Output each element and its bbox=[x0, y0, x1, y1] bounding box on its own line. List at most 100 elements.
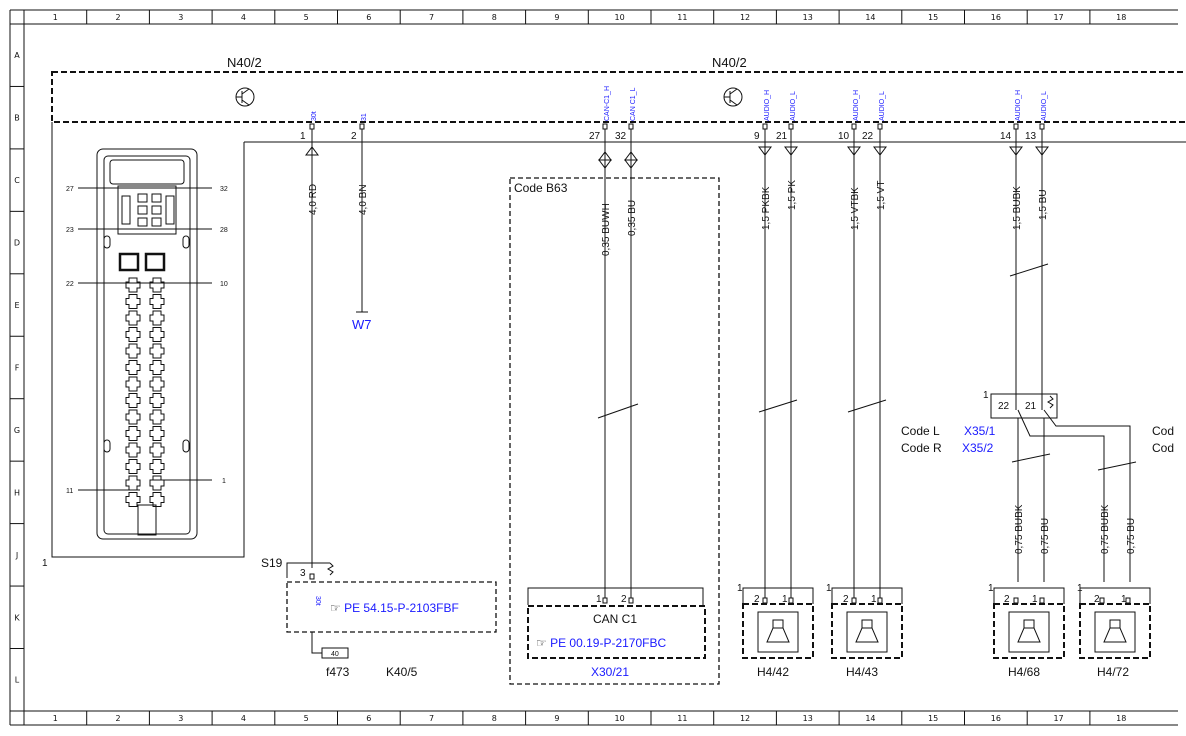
connector-pin-label: 10 bbox=[220, 281, 228, 288]
pointer-hand-icon: ☞ bbox=[330, 601, 344, 615]
grid-column-label: 13 bbox=[803, 13, 813, 22]
pin-label: 14 bbox=[1000, 131, 1012, 142]
grid-row-label: F bbox=[15, 363, 20, 372]
pin-label: 21 bbox=[776, 131, 788, 142]
wire-label: 0,35 BUWH bbox=[601, 203, 612, 256]
grid-column-label: 7 bbox=[429, 13, 434, 22]
grid-column-label: 3 bbox=[178, 714, 183, 723]
cavity bbox=[149, 426, 165, 441]
grid-column-label: 6 bbox=[366, 714, 371, 723]
pin-label: 1 bbox=[1121, 594, 1127, 605]
cavity bbox=[149, 277, 165, 293]
connector-link[interactable]: X35/1 bbox=[964, 424, 996, 438]
grid-column-label: 14 bbox=[865, 714, 875, 723]
ground-point-link[interactable]: W7 bbox=[352, 317, 372, 332]
cavity bbox=[125, 310, 141, 326]
pin-label: 1 bbox=[737, 583, 743, 594]
frame-corner-label: 1 bbox=[42, 558, 48, 569]
wire-arrow bbox=[847, 146, 861, 156]
cavity bbox=[121, 195, 131, 225]
speaker-box bbox=[993, 603, 1065, 659]
connector-pin-label: 23 bbox=[66, 227, 74, 234]
signal-label: CAN-C1_H bbox=[604, 86, 611, 121]
pin-label: 1 bbox=[983, 390, 989, 401]
pin-socket bbox=[762, 123, 768, 130]
cavity bbox=[149, 294, 165, 309]
speaker-icon bbox=[766, 627, 790, 643]
code-label-cut: Cod bbox=[1152, 424, 1174, 438]
pin-label: 1 bbox=[782, 594, 788, 605]
pin-socket bbox=[851, 123, 857, 130]
cavity bbox=[125, 327, 141, 342]
cavity bbox=[149, 475, 165, 491]
speaker-bracket bbox=[1079, 587, 1151, 604]
pin-label: 1 bbox=[1032, 594, 1038, 605]
pin-socket bbox=[877, 123, 883, 130]
component-label: K40/5 bbox=[386, 665, 418, 679]
wire-label: 1,5 VT bbox=[876, 181, 887, 210]
wire-arrow bbox=[1035, 146, 1049, 156]
speaker-label: H4/43 bbox=[846, 665, 878, 679]
grid-column-label: 4 bbox=[241, 13, 246, 22]
cavity bbox=[137, 193, 148, 203]
cavity bbox=[125, 360, 141, 375]
cavity bbox=[125, 442, 141, 458]
pin-label: 1 bbox=[826, 583, 832, 594]
speaker-icon bbox=[1017, 627, 1041, 643]
wire-label: 1,5 PK bbox=[787, 180, 798, 210]
pin-socket bbox=[1039, 597, 1045, 604]
grid-row-label: C bbox=[14, 176, 20, 185]
pin-socket bbox=[1013, 597, 1019, 604]
speaker-label: H4/72 bbox=[1097, 665, 1129, 679]
wire-twist bbox=[1009, 263, 1049, 277]
grid-column-label: 16 bbox=[991, 714, 1001, 723]
code-label: Code R bbox=[901, 441, 942, 455]
pin-label: 2 bbox=[754, 594, 760, 605]
pin-label: 1 bbox=[300, 131, 306, 142]
pin-label: 1 bbox=[871, 594, 877, 605]
grid-column-label: 13 bbox=[803, 714, 813, 723]
grid-column-label: 4 bbox=[241, 714, 246, 723]
connector-link[interactable]: X35/2 bbox=[962, 441, 994, 455]
signal-label: AUDIO_H bbox=[853, 90, 860, 121]
grid-column-label: 2 bbox=[116, 13, 121, 22]
pin-label: 2 bbox=[843, 594, 849, 605]
wire-arrow bbox=[1009, 146, 1023, 156]
cavity bbox=[149, 310, 165, 326]
wire-label: 1,5 BU bbox=[1038, 189, 1049, 220]
signal-label: AUDIO_L bbox=[1041, 91, 1048, 121]
connector-link[interactable]: X30/21 bbox=[591, 665, 629, 679]
grid-column-label: 7 bbox=[429, 714, 434, 723]
wire-label: 4,0 BN bbox=[358, 184, 369, 215]
grid-row-label: A bbox=[14, 51, 20, 60]
cavity bbox=[125, 277, 141, 293]
cavity bbox=[149, 442, 165, 458]
grid-frame: 1122334455667788991010111112121313141415… bbox=[9, 9, 1178, 726]
can-circuit: CAN-C1_H CAN C1_L 27 32 0,35 BUWH 0,35 B… bbox=[509, 86, 720, 685]
signal-label: AUDIO_H bbox=[764, 90, 771, 121]
speaker-label: H4/42 bbox=[757, 665, 789, 679]
signal-label: 30t bbox=[314, 596, 321, 606]
speaker-box bbox=[831, 603, 903, 659]
reference-link[interactable]: ☞ PE 00.19-P-2170FBC bbox=[536, 636, 666, 650]
cavity bbox=[149, 492, 165, 507]
pin-socket bbox=[1039, 123, 1045, 130]
pin-label: 3 bbox=[300, 568, 306, 579]
grid-column-label: 1 bbox=[53, 714, 58, 723]
signal-label: AUDIO_L bbox=[790, 91, 797, 121]
reference-link[interactable]: ☞ PE 54.15-P-2103FBF bbox=[330, 601, 459, 615]
grid-column-label: 3 bbox=[178, 13, 183, 22]
pin-label: 2 bbox=[1094, 594, 1100, 605]
code-box-label: Code B63 bbox=[514, 181, 568, 195]
grid-column-label: 15 bbox=[928, 13, 938, 22]
wire-label: 0,75 BUBK bbox=[1100, 504, 1111, 554]
speaker-icon bbox=[846, 611, 888, 653]
connector-pin-label: 1 bbox=[222, 478, 226, 485]
grid-column-label: 6 bbox=[366, 13, 371, 22]
wire-label: 4,0 RD bbox=[308, 184, 319, 215]
switch-s19: S19 3 30t ☞ PE 54.15-P-2103FBF 40 f473 K… bbox=[261, 556, 497, 679]
pin-label: 1 bbox=[596, 594, 602, 605]
wire-twist bbox=[847, 399, 887, 413]
speaker-bracket bbox=[742, 587, 814, 604]
